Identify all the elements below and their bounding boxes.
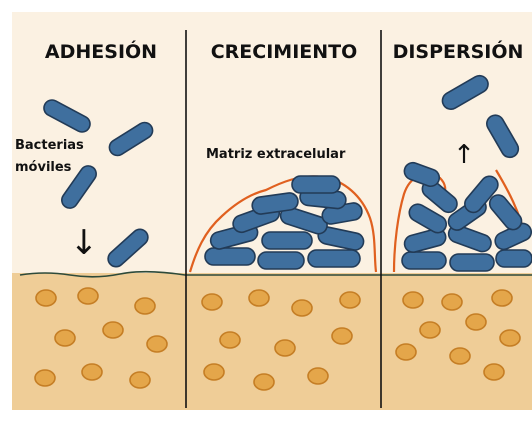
particle xyxy=(332,328,352,344)
bacterium xyxy=(258,252,304,269)
panel-title-dispersion: DISPERSIÓN xyxy=(393,39,524,63)
particle xyxy=(466,314,486,330)
particle xyxy=(403,292,423,308)
particle xyxy=(340,292,360,308)
particle xyxy=(55,330,75,346)
bacterium xyxy=(450,254,494,271)
particle xyxy=(292,300,312,316)
bacterium xyxy=(205,248,255,265)
particle xyxy=(147,336,167,352)
particle xyxy=(275,340,295,356)
particle xyxy=(202,294,222,310)
particle xyxy=(130,372,150,388)
down-arrow-icon: ↓ xyxy=(70,223,99,263)
particle xyxy=(204,364,224,380)
motile-bacteria-label-line2: móviles xyxy=(15,160,72,175)
particle xyxy=(492,290,512,306)
bacterium xyxy=(308,250,360,267)
motile-bacteria-label-line1: Bacterias xyxy=(15,138,84,153)
bottom-margin xyxy=(0,410,532,422)
particle xyxy=(396,344,416,360)
panel-title-adhesion: ADHESIÓN xyxy=(45,39,157,63)
matrix-label: Matriz extracelular xyxy=(206,147,346,162)
bacterium xyxy=(262,232,312,249)
particle xyxy=(484,364,504,380)
particle xyxy=(308,368,328,384)
particle xyxy=(220,332,240,348)
particle xyxy=(103,322,123,338)
particle xyxy=(35,370,55,386)
bacterium xyxy=(402,252,446,269)
particle xyxy=(500,330,520,346)
particle xyxy=(450,348,470,364)
panel-title-crecimiento: CRECIMIENTO xyxy=(211,41,358,63)
particle xyxy=(254,374,274,390)
bacterium xyxy=(292,176,340,193)
particle xyxy=(135,298,155,314)
particle xyxy=(442,294,462,310)
particle xyxy=(78,288,98,304)
up-arrow-icon: ↑ xyxy=(453,140,475,170)
particle xyxy=(82,364,102,380)
particle xyxy=(36,290,56,306)
particle xyxy=(249,290,269,306)
bacterium xyxy=(496,250,532,267)
particle xyxy=(420,322,440,338)
